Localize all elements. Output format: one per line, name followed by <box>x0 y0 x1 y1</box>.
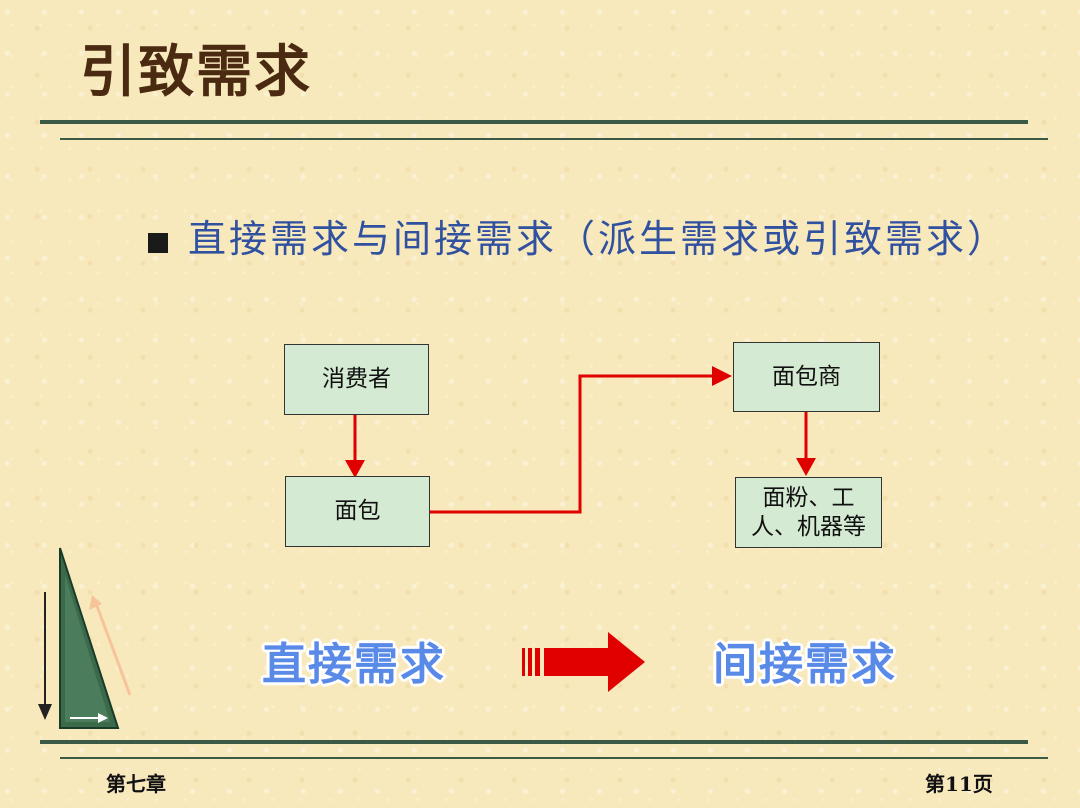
footer-page-number: 第11页 <box>925 772 993 796</box>
big-arrow-head <box>608 632 645 692</box>
title-rule-bottom <box>60 138 1048 140</box>
slide-title: 引致需求 <box>80 40 312 105</box>
decor-arrow-diag <box>95 605 132 696</box>
box-consumer: 消费者 <box>284 344 429 415</box>
title-rule-top <box>40 120 1028 124</box>
arrowhead-bread-baker <box>712 366 732 386</box>
big-arrow-stripe-2 <box>528 648 532 676</box>
decor-arrowhead-diag <box>89 595 102 610</box>
decor-arrowhead-down <box>38 704 52 720</box>
decor-triangle-shade <box>65 575 110 722</box>
label-direct-demand: 直接需求 <box>262 639 446 690</box>
arrow-bread-baker <box>430 374 715 514</box>
big-arrow-stripe-3 <box>535 648 540 676</box>
big-arrow-body <box>544 648 610 676</box>
footer-rule-top <box>40 740 1028 744</box>
box-bread: 面包 <box>285 476 430 547</box>
big-arrow-stripe-1 <box>522 648 525 676</box>
bullet-square-icon <box>148 233 168 253</box>
footer-rule-bottom <box>60 757 1048 759</box>
label-indirect-demand: 间接需求 <box>713 639 897 690</box>
arrowhead-consumer-bread <box>345 460 365 478</box>
box-baker: 面包商 <box>733 342 880 412</box>
bullet-text: 直接需求与间接需求（派生需求或引致需求） <box>188 217 1009 261</box>
arrowhead-baker-inputs <box>796 458 816 476</box>
footer-chapter: 第七章 <box>106 772 166 796</box>
decor-arrowhead-right <box>98 713 108 723</box>
box-inputs: 面粉、工人、机器等 <box>735 477 882 548</box>
